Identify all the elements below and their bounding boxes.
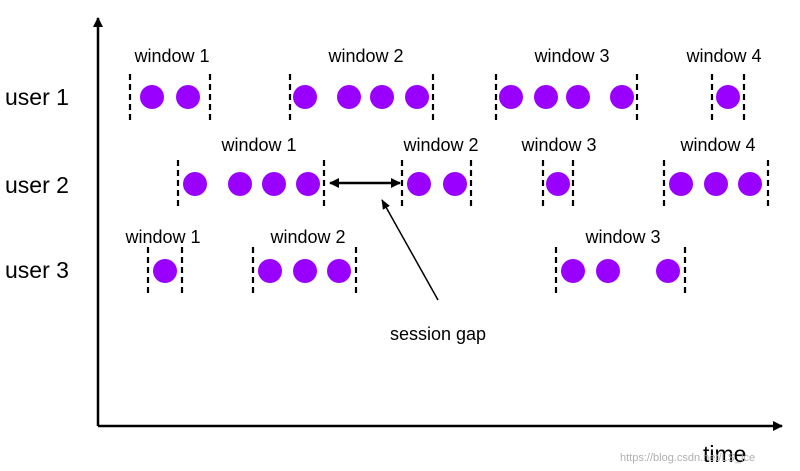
- window-label: window 2: [327, 46, 403, 66]
- event-dot: [337, 85, 361, 109]
- session-gap-label: session gap: [390, 324, 486, 344]
- window-label: window 3: [533, 46, 609, 66]
- window-label: window 4: [679, 135, 755, 155]
- event-dot: [258, 259, 282, 283]
- event-dot: [293, 259, 317, 283]
- event-dot: [443, 172, 467, 196]
- event-dot: [561, 259, 585, 283]
- event-dot: [596, 259, 620, 283]
- user-3-row: window 1 window 2 window 3: [124, 227, 687, 296]
- session-window: window 4: [685, 46, 762, 120]
- user-1-label: user 1: [5, 84, 69, 110]
- window-label: window 3: [584, 227, 660, 247]
- window-label: window 2: [402, 135, 478, 155]
- window-label: window 1: [124, 227, 200, 247]
- event-dot: [704, 172, 728, 196]
- window-label: window 1: [133, 46, 209, 66]
- event-dot: [370, 85, 394, 109]
- event-dot: [293, 85, 317, 109]
- window-label: window 2: [269, 227, 345, 247]
- user-1-row: window 1 window 2 window 3 window 4: [128, 46, 762, 120]
- session-window: window 1: [128, 46, 212, 120]
- session-window: window 1: [176, 135, 326, 207]
- watermark: https://blog.csdn.net/LS_ice: [620, 452, 755, 464]
- session-gap-pointer: [381, 199, 439, 301]
- event-dot: [327, 259, 351, 283]
- event-dot: [228, 172, 252, 196]
- event-dot: [405, 85, 429, 109]
- user-2-label: user 2: [5, 172, 69, 198]
- event-dot: [738, 172, 762, 196]
- session-window: window 2: [288, 46, 435, 120]
- session-window: window 3: [554, 227, 687, 296]
- event-dot: [183, 172, 207, 196]
- event-dot: [546, 172, 570, 196]
- event-dot: [153, 259, 177, 283]
- event-dot: [656, 259, 680, 283]
- session-window: window 3: [494, 46, 639, 120]
- time-axis-label: time: [703, 441, 746, 467]
- event-dot: [566, 85, 590, 109]
- session-window: window 1: [124, 227, 201, 296]
- event-dot: [610, 85, 634, 109]
- event-dot: [499, 85, 523, 109]
- session-window: window 2: [251, 227, 358, 296]
- event-dot: [140, 85, 164, 109]
- window-label: window 1: [220, 135, 296, 155]
- event-dot: [669, 172, 693, 196]
- window-label: window 4: [685, 46, 761, 66]
- event-dot: [176, 85, 200, 109]
- user-3-label: user 3: [5, 257, 69, 283]
- session-window: window 3: [520, 135, 597, 207]
- event-dot: [296, 172, 320, 196]
- session-window: window 4: [662, 135, 770, 207]
- user-2-row: window 1 window 2 window 3 window 4: [176, 135, 770, 207]
- event-dot: [716, 85, 740, 109]
- window-label: window 3: [520, 135, 596, 155]
- event-dot: [534, 85, 558, 109]
- event-dot: [262, 172, 286, 196]
- session-window: window 2: [400, 135, 479, 207]
- event-dot: [407, 172, 431, 196]
